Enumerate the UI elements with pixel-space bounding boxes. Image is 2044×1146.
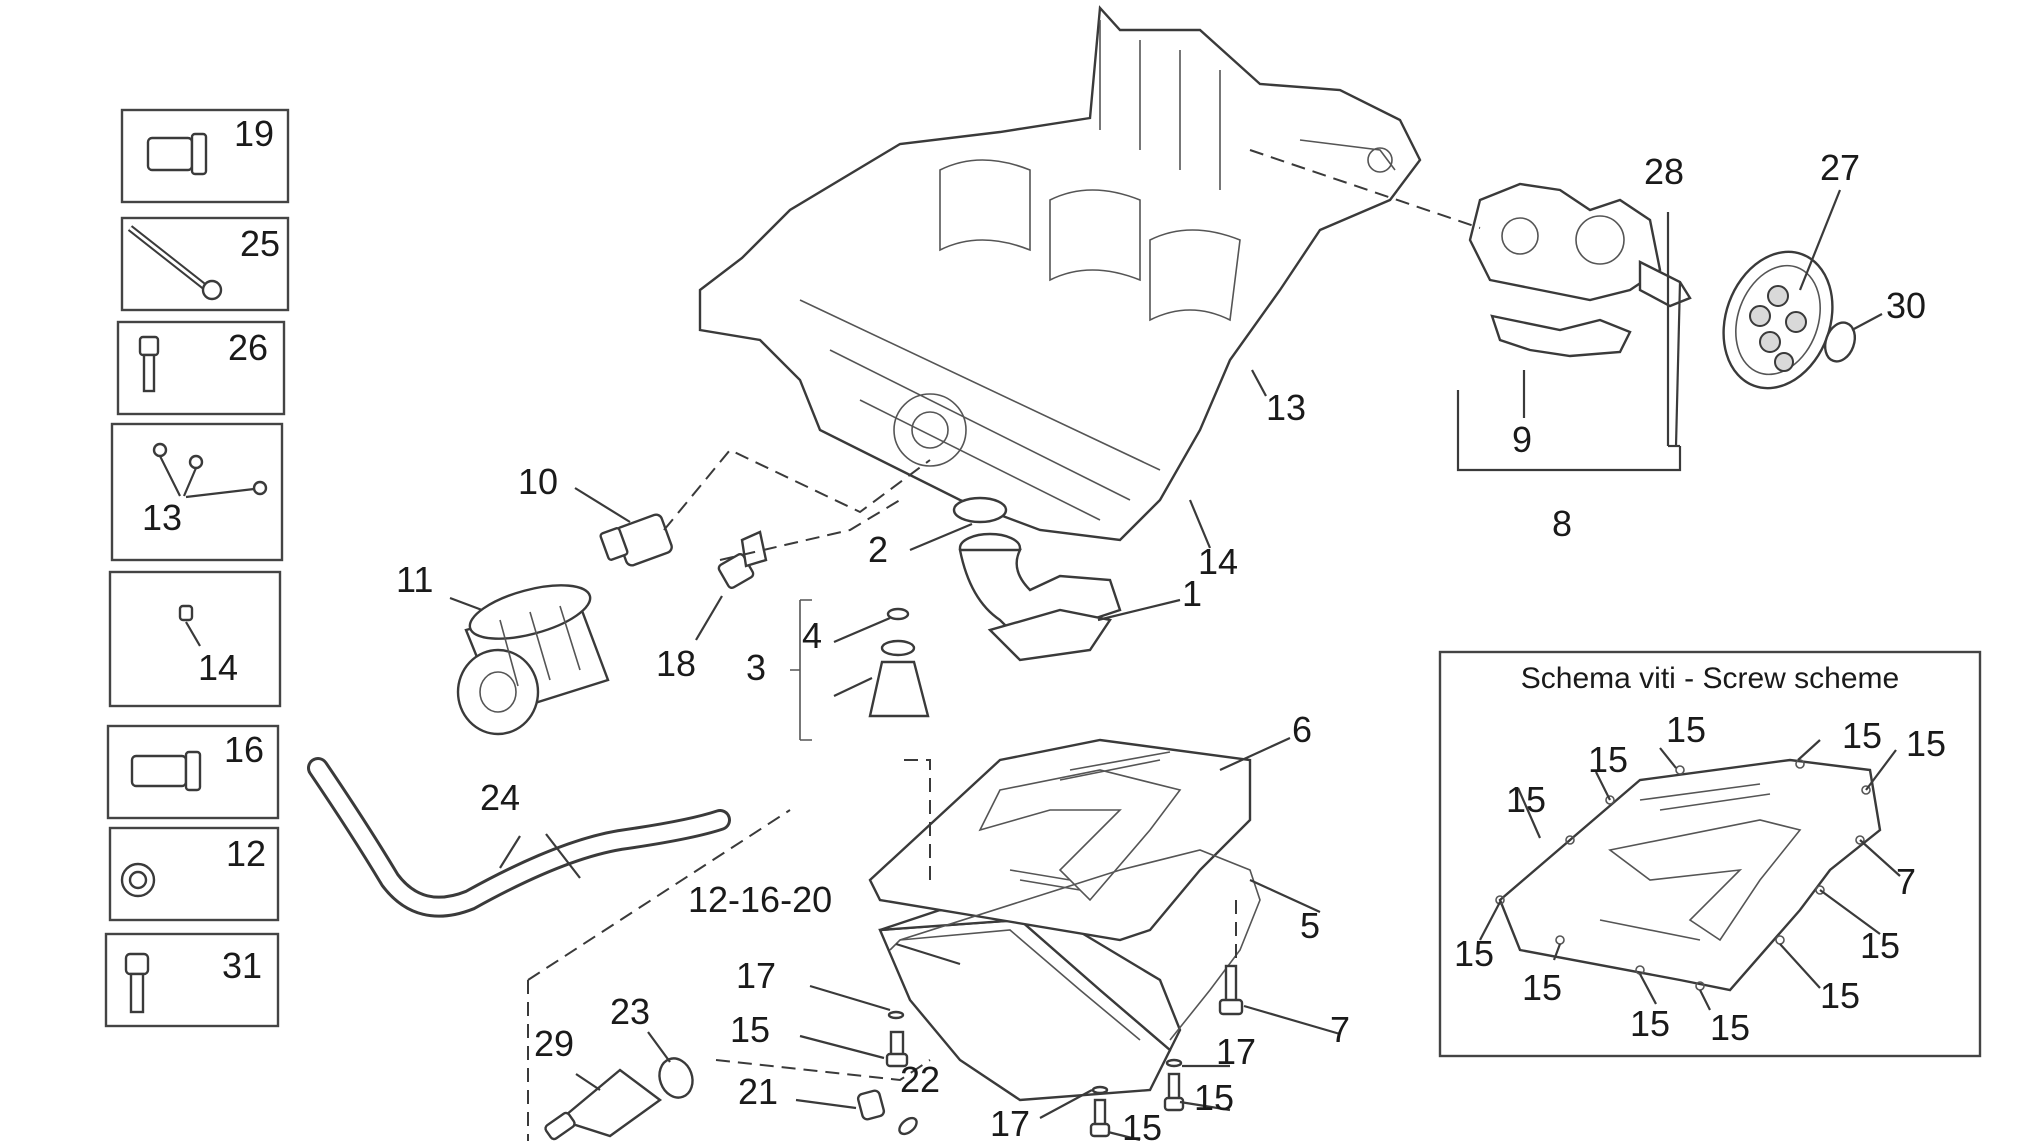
- filter-29: [544, 1068, 663, 1141]
- callout-30: 30: [1886, 285, 1926, 326]
- legend-box-26: 26: [116, 320, 286, 416]
- scheme-label-7: 7: [1896, 861, 1916, 902]
- callout-15c: 15: [1122, 1107, 1162, 1141]
- gasket-5: [889, 849, 1261, 1041]
- callout-6: 6: [1292, 709, 1312, 750]
- callout-14: 14: [1198, 541, 1238, 582]
- crankcase: [698, 5, 1422, 542]
- screw-scheme-panel: Schema viti - Screw scheme 15 15 15 15 1…: [1438, 650, 1982, 1058]
- callout-15b: 15: [1194, 1077, 1234, 1118]
- o-ring-23: [658, 1057, 694, 1099]
- drain-plug-21: [856, 1089, 886, 1121]
- callout-12-16-20: 12-16-20: [688, 879, 832, 920]
- strainer-3: [790, 599, 930, 741]
- callout-18: 18: [656, 643, 696, 684]
- oil-pump: [1249, 149, 1692, 358]
- screw-7: [1218, 964, 1244, 1016]
- scheme-label-1: 15: [1666, 709, 1706, 750]
- scheme-label-3: 15: [1588, 739, 1628, 780]
- screw-scheme-title: Schema viti - Screw scheme: [1521, 662, 1899, 695]
- scheme-label-11: 15: [1710, 1007, 1750, 1048]
- pressure-switch-18: [717, 530, 768, 589]
- screw-15-bottom-right: [1163, 1058, 1185, 1112]
- scheme-label-12: 15: [1820, 975, 1860, 1016]
- legend-box-25: 25: [120, 216, 290, 312]
- callout-11: 11: [396, 559, 433, 600]
- legend-box-31: 31: [104, 932, 280, 1028]
- legend-label-26: 26: [228, 327, 268, 368]
- screw-15-bottom-mid: [1089, 1085, 1111, 1138]
- oil-filter-11: [456, 584, 610, 736]
- scheme-label-2: 15: [1842, 715, 1882, 756]
- oil-sump: [878, 908, 1182, 1102]
- fitting-10: [599, 513, 673, 567]
- legend-box-16: 16: [106, 724, 280, 820]
- gear-27: [1722, 250, 1834, 390]
- callout-2: 2: [868, 529, 888, 570]
- scheme-label-8: 15: [1860, 925, 1900, 966]
- callout-27: 27: [1820, 147, 1860, 188]
- scheme-label-5: 15: [1506, 779, 1546, 820]
- legend-label-31: 31: [222, 945, 262, 986]
- callout-7: 7: [1330, 1009, 1350, 1050]
- legend-box-12: 12: [108, 826, 280, 922]
- leader-lines: [449, 189, 1883, 1142]
- breather-hose-24: [307, 757, 731, 918]
- legend-label-13: 13: [142, 497, 182, 538]
- legend-label-16: 16: [224, 729, 264, 770]
- callout-10: 10: [518, 461, 558, 502]
- legend-box-19: 19: [120, 108, 290, 204]
- callout-17b: 17: [1216, 1031, 1256, 1072]
- legend-label-25: 25: [240, 223, 280, 264]
- legend-box-14: 14: [108, 570, 282, 708]
- scheme-label-4: 15: [1906, 723, 1946, 764]
- legend-label-14: 14: [198, 647, 238, 688]
- circlip-30: [1823, 321, 1857, 363]
- callout-17a: 17: [736, 955, 776, 996]
- callout-29: 29: [534, 1023, 574, 1064]
- scheme-label-10: 15: [1630, 1003, 1670, 1044]
- callout-17c: 17: [990, 1103, 1030, 1141]
- callout-24: 24: [480, 777, 520, 818]
- legend-box-13: 13: [110, 422, 284, 562]
- gasket-6: [868, 738, 1252, 942]
- callout-13: 13: [1266, 387, 1306, 428]
- legend-label-19: 19: [234, 113, 274, 154]
- callout-labels: 1 2 3 4 5 6 7 8 9 10 11 13 14 15 15 15 1…: [396, 147, 1926, 1146]
- callout-28: 28: [1644, 151, 1684, 192]
- callout-4: 4: [802, 615, 822, 656]
- callout-5: 5: [1300, 905, 1320, 946]
- callout-1: 1: [1182, 573, 1202, 614]
- assembly-lines: [527, 448, 1237, 1141]
- scheme-label-6: 15: [1454, 933, 1494, 974]
- callout-8: 8: [1552, 503, 1572, 544]
- callout-23: 23: [610, 991, 650, 1032]
- screw-17-15-left: [885, 1010, 909, 1068]
- oil-pickup-pipe: [952, 496, 1122, 662]
- callout-21: 21: [738, 1071, 778, 1112]
- callout-3: 3: [746, 647, 766, 688]
- callout-9: 9: [1512, 419, 1532, 460]
- callout-22: 22: [900, 1059, 940, 1100]
- washer-22: [898, 1116, 918, 1136]
- legend-label-12: 12: [226, 833, 266, 874]
- callout-15a: 15: [730, 1009, 770, 1050]
- scheme-label-9: 15: [1522, 967, 1562, 1008]
